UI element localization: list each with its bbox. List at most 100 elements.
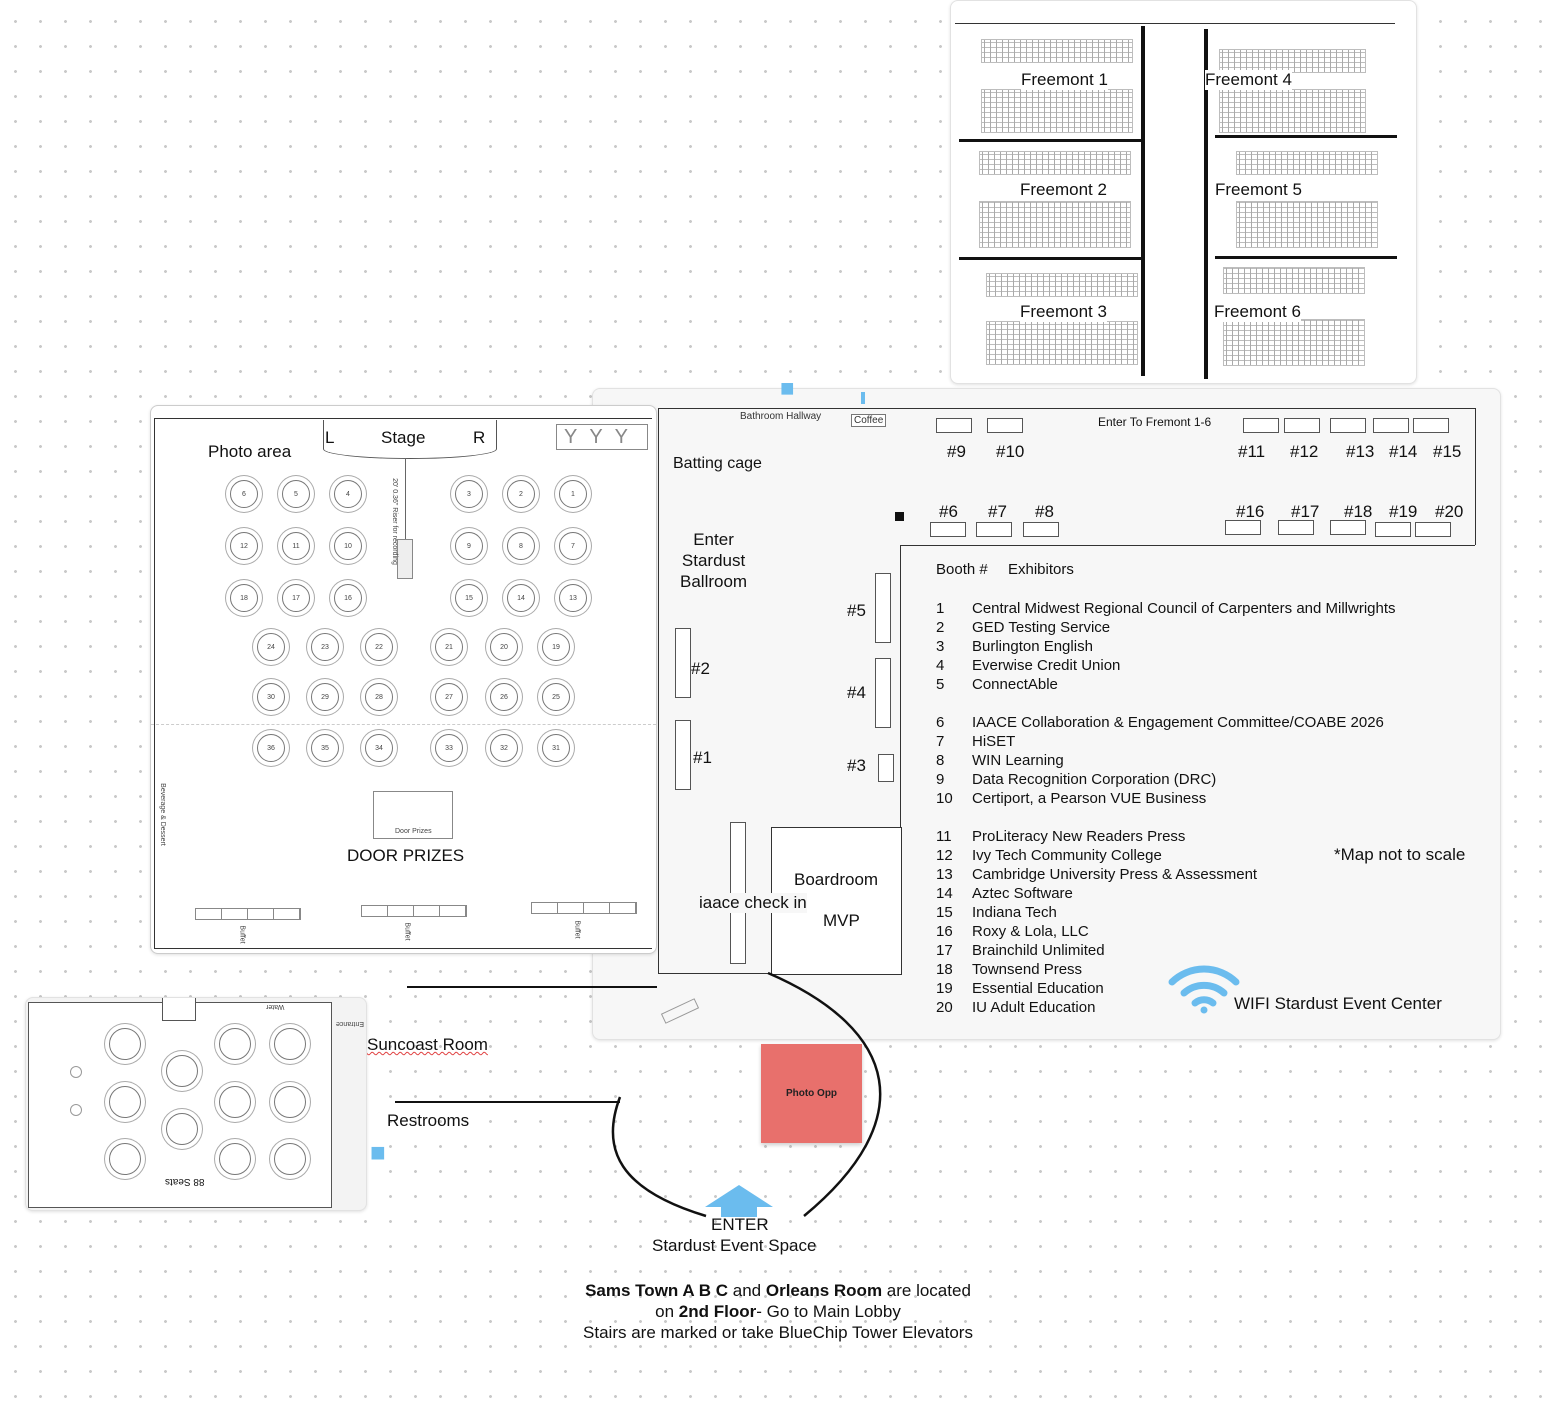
room-label-freemont-1: Freemont 1	[1021, 70, 1108, 90]
suncoast-table	[109, 1143, 141, 1175]
booth-label-5: #5	[847, 601, 866, 620]
banquet-table: 33	[435, 734, 463, 762]
exhibitor-row: 4 Everwise Credit Union	[936, 656, 1396, 675]
banquet-table: 6	[230, 480, 258, 508]
batting-cage-label: Batting cage	[673, 455, 762, 472]
suncoast-table	[274, 1086, 306, 1118]
banquet-table: 20	[490, 633, 518, 661]
stardust-ballroom-map: Photo area L Stage R YYY 20' 0.36" Riser…	[150, 405, 657, 954]
exhibitor-name: GED Testing Service	[972, 619, 1111, 636]
mvp-label: MVP	[823, 911, 860, 930]
banquet-table: 31	[542, 734, 570, 762]
exhibitor-booth-number: 20	[936, 999, 953, 1016]
exhibitor-booth-number: 6	[936, 714, 945, 731]
banquet-table: 36	[257, 734, 285, 762]
exhibitor-booth-number: 4	[936, 657, 945, 674]
room-label-freemont-4: Freemont 4	[1205, 70, 1292, 90]
fremont-rooms-map: Freemont 1 Freemont 2 Freemont 3 Freemon…	[950, 0, 1417, 384]
exhibitor-name: Ivy Tech Community College	[972, 847, 1162, 864]
bar-icon: YYY	[556, 424, 648, 450]
room-label-freemont-5: Freemont 5	[1215, 180, 1302, 200]
banquet-table: 10	[334, 532, 362, 560]
suncoast-table	[166, 1113, 198, 1145]
stage-left-label: L	[325, 428, 335, 447]
exhibitor-row: 13 Cambridge University Press & Assessmen…	[936, 865, 1396, 884]
second-floor-note: Sams Town A B C and Orleans Room are loc…	[583, 1281, 973, 1342]
booth-label-15: #15	[1433, 442, 1462, 461]
exhibitor-row: 12 Ivy Tech Community College	[936, 846, 1396, 865]
suncoast-table	[109, 1028, 141, 1060]
room-label-freemont-3: Freemont 3	[1020, 302, 1107, 322]
exhibitor-booth-number: 11	[936, 828, 952, 845]
banquet-table: 24	[257, 633, 285, 661]
banquet-table: 16	[334, 584, 362, 612]
suncoast-table	[219, 1086, 251, 1118]
banquet-table: 9	[455, 532, 483, 560]
exhibitor-name: ConnectAble	[972, 676, 1058, 693]
suncoast-room-label: Suncoast Room	[367, 1035, 488, 1054]
boardroom-label: Boardroom	[794, 870, 879, 889]
exhibitor-booth-number: 2	[936, 619, 945, 636]
banquet-table: 19	[542, 633, 570, 661]
banquet-table: 26	[490, 683, 518, 711]
banquet-table: 23	[311, 633, 339, 661]
banquet-table: 27	[435, 683, 463, 711]
banquet-table: 35	[311, 734, 339, 762]
wifi-icon	[1168, 965, 1240, 1014]
booth-label-16: #16	[1236, 502, 1265, 521]
exhibitor-booth-number: 8	[936, 752, 945, 769]
banquet-table: 29	[311, 683, 339, 711]
banquet-table: 28	[365, 683, 393, 711]
banquet-table: 2	[507, 480, 535, 508]
exhibitor-booth-number: 3	[936, 638, 945, 655]
map-not-to-scale-note: *Map not to scale	[1334, 845, 1466, 864]
exhibitor-row: 2 GED Testing Service	[936, 618, 1396, 637]
coffee-label: Coffee	[851, 414, 887, 427]
suncoast-table	[166, 1055, 198, 1087]
exhibitor-booth-number: 5	[936, 676, 945, 693]
banquet-table: 30	[257, 683, 285, 711]
banquet-table: 12	[230, 532, 258, 560]
exhibitor-booth-number: 9	[936, 771, 945, 788]
banquet-table: 3	[455, 480, 483, 508]
exhibitor-name: Everwise Credit Union	[972, 657, 1121, 674]
enter-fremont-label: Enter To Fremont 1-6	[1098, 415, 1212, 429]
exhibitor-booth-number: 13	[936, 866, 953, 883]
exhibitor-name: Roxy & Lola, LLC	[972, 923, 1089, 940]
exhibitor-name: ProLiteracy New Readers Press	[972, 828, 1186, 845]
banquet-table: 8	[507, 532, 535, 560]
booth-label-19: #19	[1389, 502, 1418, 521]
exhibitor-name: WIN Learning	[972, 752, 1064, 769]
exhibitor-name: Cambridge University Press & Assessment	[972, 866, 1258, 883]
booth-label-14: #14	[1389, 442, 1418, 461]
suncoast-table	[219, 1028, 251, 1060]
enter-stardust-ballroom-label: Enter Stardust Ballroom	[680, 530, 748, 591]
restroom-toilet-icon: ■	[370, 1137, 386, 1167]
photo-area-label: Photo area	[208, 442, 292, 461]
exhibitor-booth-number: 12	[936, 847, 953, 864]
exhibitor-name: Aztec Software	[972, 885, 1073, 902]
exhibitor-booth-number: 7	[936, 733, 945, 750]
booth-label-12: #12	[1290, 442, 1319, 461]
booth-label-17: #17	[1291, 502, 1320, 521]
banquet-table: 22	[365, 633, 393, 661]
booth-label-4: #4	[847, 683, 866, 702]
banquet-table: 34	[365, 734, 393, 762]
suncoast-table	[109, 1086, 141, 1118]
booth-label-13: #13	[1346, 442, 1375, 461]
exhibitor-name: Brainchild Unlimited	[972, 942, 1105, 959]
booth-label-7: #7	[988, 502, 1007, 521]
exhibitors-column-header: Exhibitors	[1008, 561, 1074, 578]
wifi-label: WIFI Stardust Event Center	[1234, 994, 1442, 1013]
suncoast-table	[274, 1028, 306, 1060]
enter-arrow-icon	[705, 1185, 773, 1217]
toilet-icon-small	[861, 392, 865, 404]
exhibitor-name: HiSET	[972, 733, 1016, 750]
